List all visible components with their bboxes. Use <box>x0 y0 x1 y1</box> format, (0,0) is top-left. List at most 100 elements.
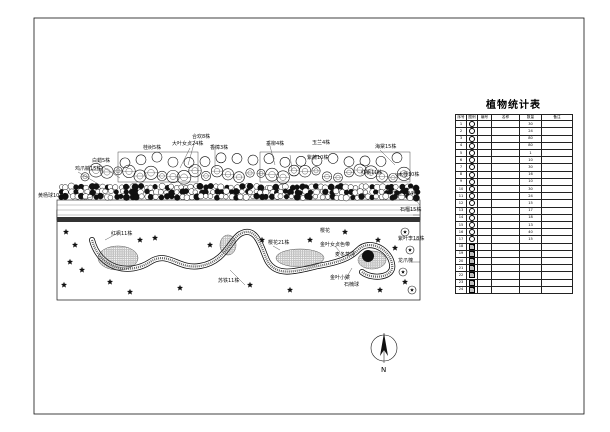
side-tree-symbol <box>407 285 417 295</box>
row-legend-icon <box>466 170 478 179</box>
shrub-symbol <box>113 189 119 195</box>
label-l10: 海棠15株 <box>375 143 396 150</box>
row-quantity <box>519 278 542 287</box>
label-l22: 麦冬草坪 <box>335 251 355 258</box>
row-name <box>491 264 520 273</box>
label-l17: 樱花21株 <box>268 239 289 246</box>
row-note <box>541 271 573 280</box>
plant-symbol-icon <box>469 121 475 127</box>
row-code <box>477 221 492 230</box>
plant-symbol-icon <box>469 186 475 192</box>
row-note <box>541 278 573 287</box>
label-l12: 木槿10株 <box>398 171 419 178</box>
row-number: 24 <box>455 285 467 295</box>
plant-symbol-icon <box>469 229 475 235</box>
row-legend-icon <box>466 235 478 244</box>
row-quantity: 30 <box>519 163 542 172</box>
row-legend-icon <box>466 163 478 172</box>
star-shrub-symbol <box>72 241 78 248</box>
tree-canopy-symbol <box>151 151 163 163</box>
side-tree-symbol <box>398 267 408 277</box>
row-name <box>491 192 520 201</box>
row-note <box>541 249 573 259</box>
row-code <box>477 177 492 187</box>
row-name <box>491 242 520 251</box>
shrub-symbol <box>414 189 421 195</box>
tree-row <box>80 151 411 185</box>
row-name <box>491 278 520 287</box>
shrub-symbol <box>272 183 280 191</box>
shrub-symbol <box>61 192 69 200</box>
label-l8: 鸡爪槭15株 <box>75 165 101 172</box>
row-legend-icon <box>466 156 478 165</box>
label-l13: 广玉兰24株 <box>392 190 418 197</box>
shrub-symbol <box>378 189 385 195</box>
label-l1: 合欢8株 <box>192 133 210 140</box>
sheet-border <box>33 17 585 415</box>
plant-symbol-icon <box>469 222 475 228</box>
shrub-symbol <box>382 193 390 200</box>
side-tree-symbol <box>405 245 415 255</box>
row-quantity: 24 <box>519 127 542 136</box>
shrub-symbol <box>297 190 303 196</box>
shrub-symbol <box>223 187 230 195</box>
shrub-symbol <box>107 194 114 201</box>
row-note <box>541 177 573 187</box>
shrub-symbol <box>147 184 154 191</box>
tree-canopy-symbol <box>135 154 147 166</box>
row-quantity <box>519 242 542 251</box>
row-quantity: 15 <box>519 199 542 208</box>
plant-symbol-icon <box>469 128 475 135</box>
star-shrub-symbol <box>152 234 158 241</box>
tree-canopy-symbol <box>311 155 323 167</box>
row-quantity: 16 <box>519 170 542 179</box>
star-shrub-symbol <box>408 248 412 252</box>
tree-canopy-symbol <box>263 153 275 164</box>
row-note <box>541 127 573 136</box>
plant-labels: 合欢8株 桂树5株 大叶女贞24株 香樟3株 垂柳4株 玉兰4株 白蜡5株 鸡爪… <box>38 133 424 288</box>
tree-canopy-symbol <box>183 157 195 168</box>
shrub-symbol <box>183 194 190 201</box>
row-number: 12 <box>455 199 467 208</box>
shrub-symbol <box>362 189 369 195</box>
shrub-symbol <box>158 182 166 190</box>
shrub-symbol <box>387 189 393 195</box>
shrub-symbol <box>242 193 250 201</box>
shrub-symbol <box>373 193 379 200</box>
shrub-symbol <box>407 187 415 195</box>
star-shrub-symbol <box>61 281 67 288</box>
shrub-symbol <box>332 187 340 195</box>
shrub-symbol <box>327 183 335 191</box>
shrub-symbol <box>73 184 79 190</box>
shrub-symbol <box>283 194 290 200</box>
tree-canopy-symbol <box>247 154 259 166</box>
row-quantity: 24 <box>519 192 542 201</box>
row-note <box>541 213 573 223</box>
table-row: 22 <box>455 271 573 280</box>
shrub-symbol <box>397 192 406 201</box>
star-shrub-symbol <box>401 270 405 274</box>
shrub-symbol <box>392 193 398 200</box>
label-l5: 垂柳4株 <box>266 140 284 147</box>
row-quantity: 30 <box>519 120 542 129</box>
shrub-symbol <box>169 193 175 200</box>
plant-symbol-icon <box>469 265 475 271</box>
row-legend-icon <box>466 264 478 273</box>
row-code <box>477 134 492 143</box>
row-name <box>491 213 520 223</box>
shrub-symbol <box>373 189 379 195</box>
row-legend-icon <box>466 120 478 129</box>
row-note <box>541 257 573 266</box>
row-legend-icon <box>466 206 478 215</box>
tree-canopy-symbol <box>119 157 131 169</box>
row-quantity <box>519 249 542 259</box>
label-l6: 玉兰4株 <box>312 139 330 146</box>
shrub-symbol <box>174 194 181 201</box>
tree-canopy-symbol <box>167 156 179 168</box>
shrub-symbol <box>342 183 349 191</box>
